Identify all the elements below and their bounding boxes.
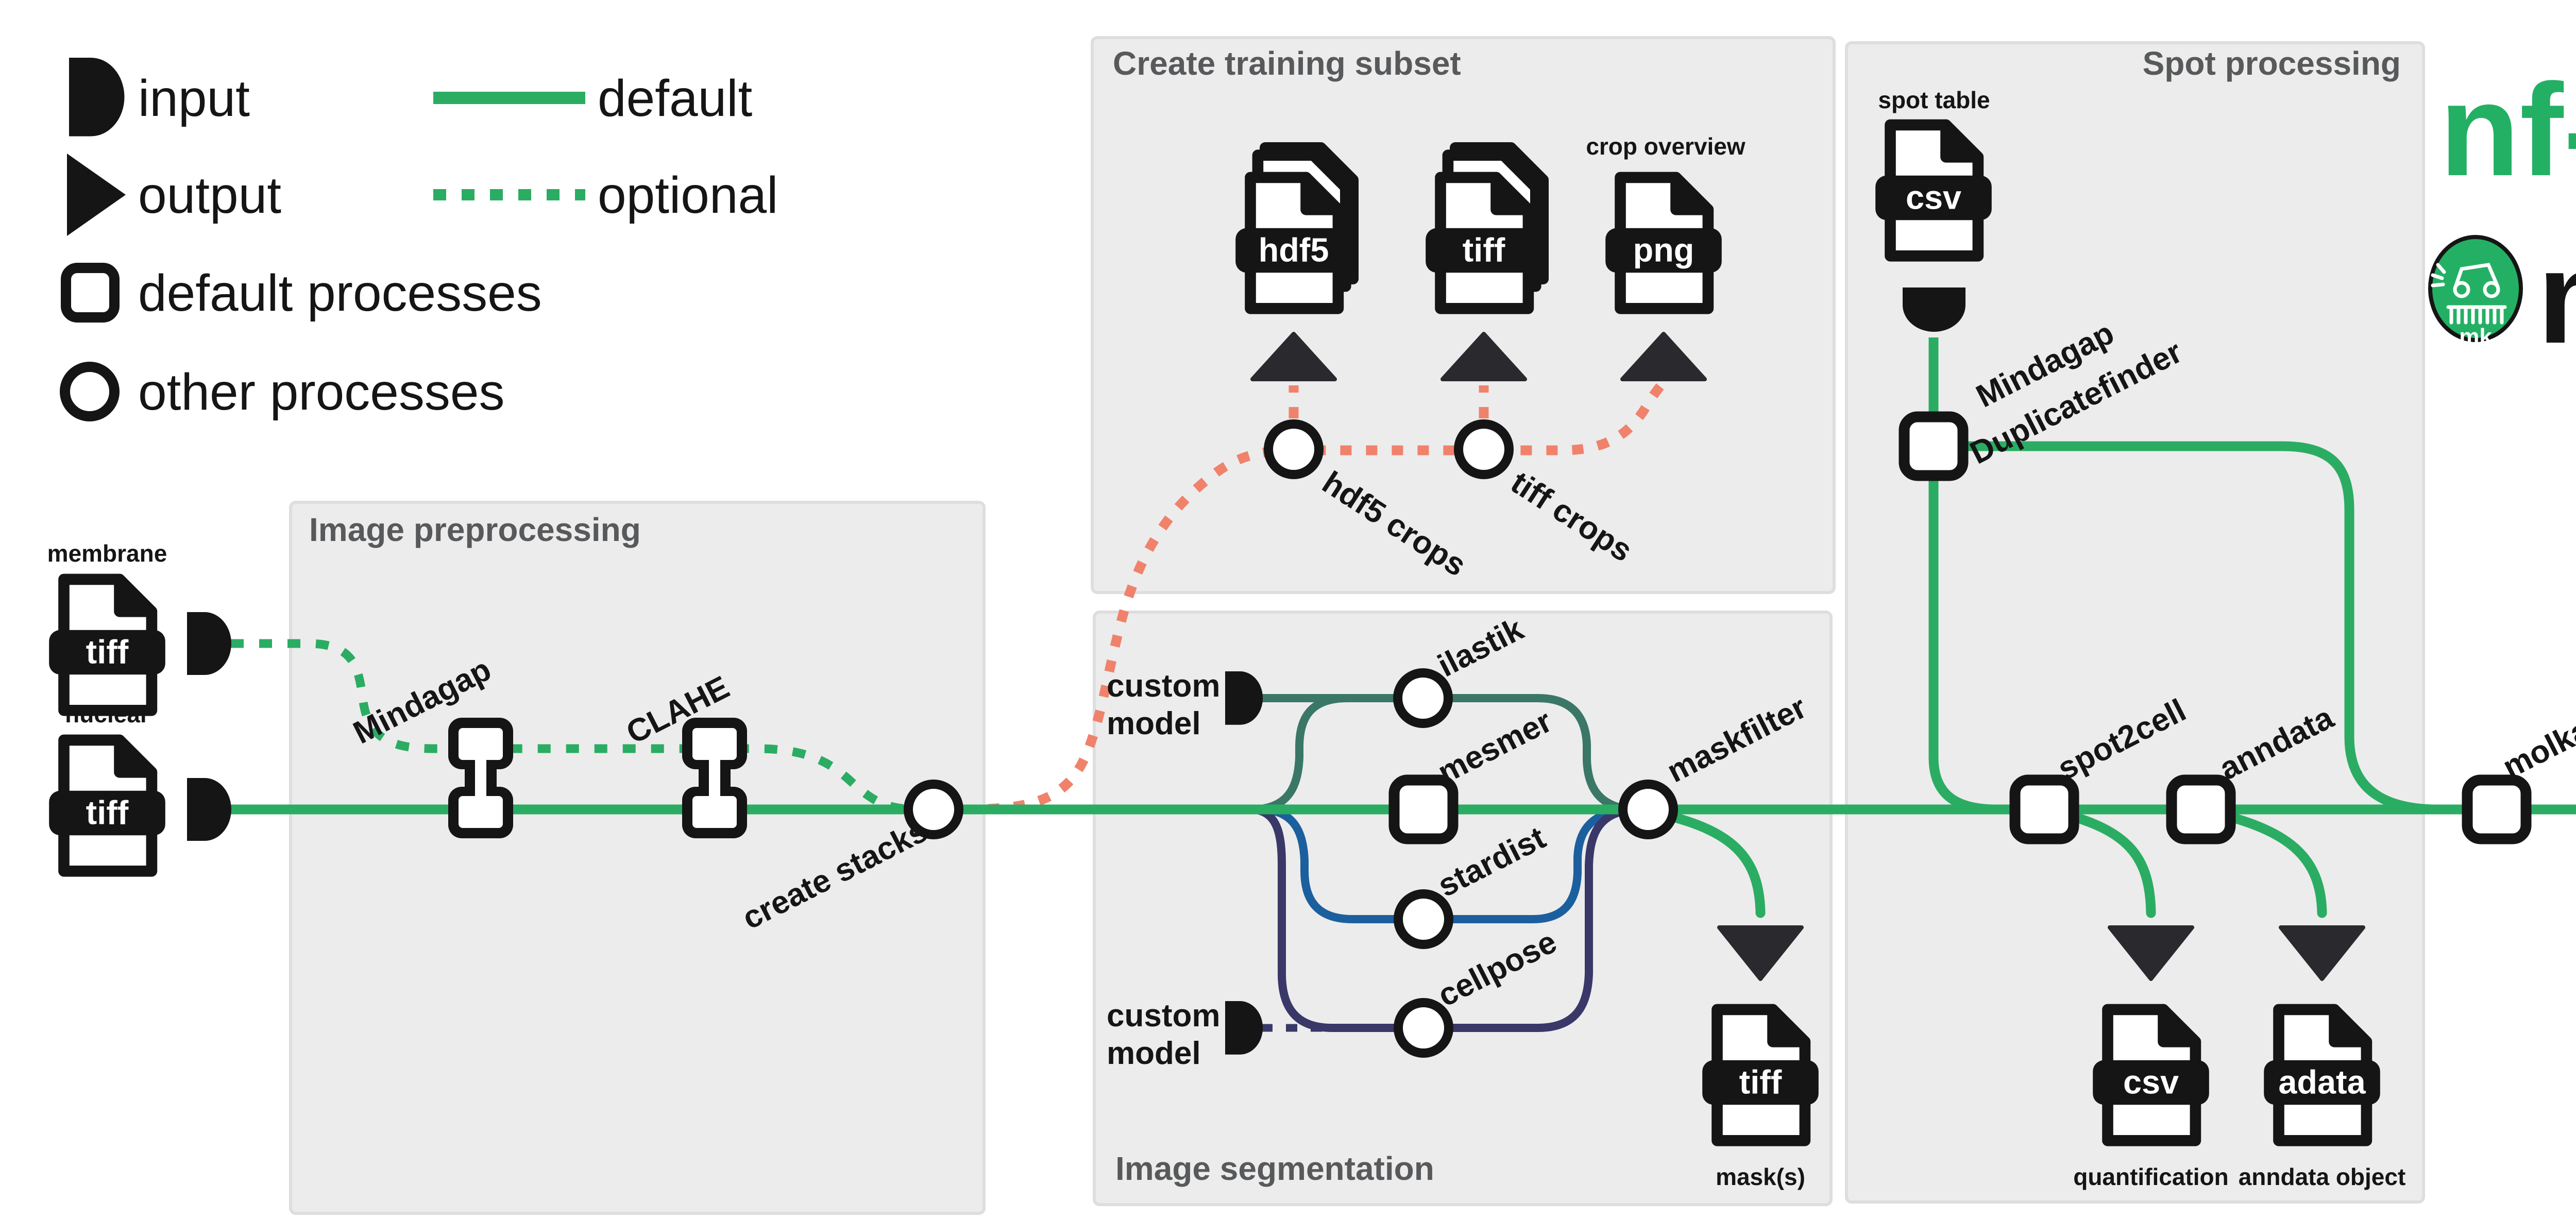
input-icon-nuclear bbox=[187, 778, 231, 841]
arrow-up-hdf5 bbox=[1250, 332, 1337, 381]
file-masks-tiff: tiff bbox=[1702, 1004, 1819, 1146]
legend-default-processes-label: default processes bbox=[138, 264, 542, 322]
file-crop-overview-png: png bbox=[1605, 172, 1722, 314]
legend-optional-label: optional bbox=[598, 166, 778, 224]
legend-input-icon bbox=[69, 58, 125, 137]
logo-nfcore-molkart: nf- core/ mk molkart bbox=[2428, 57, 2576, 371]
svg-text:adata: adata bbox=[2278, 1063, 2366, 1101]
input-icon-custom-model-top bbox=[1225, 671, 1263, 725]
node-duplicatefinder bbox=[1899, 411, 1969, 481]
label-custom-model-top-2: model bbox=[1107, 706, 1201, 741]
arrow-down-quantification bbox=[2108, 925, 2194, 981]
legend-output-label: output bbox=[138, 166, 281, 224]
arrow-down-masks bbox=[1717, 925, 1804, 981]
label-custom-model-bottom-1: custom bbox=[1107, 998, 1220, 1034]
edge-create-stacks-to-training-optional bbox=[962, 379, 1668, 815]
box-spot-processing bbox=[1845, 41, 2425, 1204]
node-hdf5-crops bbox=[1264, 419, 1324, 479]
label-crop-overview: crop overview bbox=[1586, 133, 1745, 160]
svg-text:tiff: tiff bbox=[86, 633, 129, 671]
node-create-stacks bbox=[904, 780, 963, 839]
arrow-up-tiff bbox=[1440, 332, 1527, 381]
label-molkartqc: molkartqc bbox=[2497, 684, 2576, 785]
edge-membrane-optional bbox=[231, 639, 915, 814]
logo-molkart-text: molkart bbox=[2537, 224, 2576, 371]
edge-stardist-path bbox=[1259, 805, 1629, 923]
edge-cellpose-path bbox=[1252, 805, 1634, 1032]
legend-other-processes-label: other processes bbox=[138, 363, 504, 421]
file-quantification-csv: csv bbox=[2093, 1004, 2209, 1146]
file-tiff-stack: tiff bbox=[1426, 142, 1549, 314]
edge-anndata-to-object bbox=[2210, 808, 2327, 918]
file-spot-table-csv: csv bbox=[1875, 119, 1992, 262]
edge-duplicatefinder-right bbox=[1964, 441, 2433, 815]
node-spot2cell bbox=[2009, 774, 2079, 844]
input-icon-membrane bbox=[187, 612, 231, 675]
label-quantification: quantification bbox=[2073, 1163, 2229, 1190]
box-image-preprocessing bbox=[289, 501, 986, 1215]
svg-text:tiff: tiff bbox=[86, 794, 129, 832]
label-membrane: membrane bbox=[47, 540, 167, 567]
node-clahe bbox=[682, 718, 747, 838]
file-nuclear-tiff: tiff bbox=[49, 734, 165, 877]
legend-other-process-icon bbox=[60, 362, 120, 421]
legend: input output default processes other pro… bbox=[60, 58, 778, 421]
svg-text:tiff: tiff bbox=[1463, 231, 1505, 269]
molkart-badge-icon: mk bbox=[2428, 235, 2523, 349]
file-icons: tiff tiff hdf5 tiff bbox=[49, 119, 2380, 1146]
node-cellpose bbox=[1394, 998, 1453, 1058]
svg-text:hdf5: hdf5 bbox=[1259, 231, 1329, 269]
title-spot-processing: Spot processing bbox=[2143, 45, 2401, 82]
label-custom-model-bottom-2: model bbox=[1107, 1036, 1201, 1071]
svg-text:csv: csv bbox=[2123, 1063, 2179, 1101]
svg-text:png: png bbox=[1633, 231, 1694, 269]
legend-input-label: input bbox=[138, 70, 250, 127]
label-masks: mask(s) bbox=[1716, 1163, 1805, 1190]
title-image-segmentation: Image segmentation bbox=[1115, 1150, 1434, 1187]
file-anndata-object-adata: adata bbox=[2264, 1004, 2380, 1146]
node-anndata bbox=[2166, 774, 2236, 844]
input-symbols bbox=[187, 287, 1965, 1055]
arrow-up-png bbox=[1620, 332, 1707, 381]
node-molkartqc bbox=[2462, 774, 2532, 844]
edge-spot2cell-to-quantification bbox=[2056, 808, 2156, 918]
svg-text:tiff: tiff bbox=[1739, 1063, 1782, 1101]
edge-maskfilter-to-masks bbox=[1656, 809, 1766, 918]
edge-duplicatefinder-down bbox=[1928, 474, 1997, 815]
svg-text:csv: csv bbox=[1906, 179, 1961, 216]
box-create-training-subset bbox=[1091, 36, 1836, 594]
legend-default-label: default bbox=[598, 70, 752, 127]
file-membrane-tiff: tiff bbox=[49, 573, 165, 716]
arrows bbox=[1250, 332, 2365, 981]
title-create-training-subset: Create training subset bbox=[1113, 45, 1461, 82]
legend-default-process-icon bbox=[61, 263, 120, 323]
label-spot-table: spot table bbox=[1878, 87, 1990, 113]
node-mindagap bbox=[448, 718, 513, 838]
node-tiff-crops bbox=[1454, 419, 1514, 479]
title-image-preprocessing: Image preprocessing bbox=[309, 511, 641, 548]
node-stardist bbox=[1394, 889, 1453, 949]
label-nuclear: nuclear bbox=[65, 701, 149, 728]
label-anndata-object: anndata object bbox=[2239, 1163, 2406, 1190]
input-icon-custom-model-bottom bbox=[1225, 1001, 1263, 1055]
logo-nf-text: nf- bbox=[2439, 57, 2576, 204]
process-nodes bbox=[448, 411, 2532, 1058]
input-icon-spot-table bbox=[1903, 287, 1965, 332]
label-custom-model-top-1: custom bbox=[1107, 668, 1220, 704]
node-ilastik bbox=[1393, 668, 1453, 728]
file-hdf5-stack: hdf5 bbox=[1235, 142, 1359, 314]
box-image-segmentation bbox=[1093, 611, 1833, 1206]
badge-mk-text: mk bbox=[2459, 324, 2492, 349]
arrow-down-anndata-object bbox=[2279, 925, 2365, 981]
node-maskfilter bbox=[1618, 780, 1678, 839]
legend-output-icon bbox=[67, 154, 126, 236]
node-mesmer bbox=[1388, 774, 1459, 844]
